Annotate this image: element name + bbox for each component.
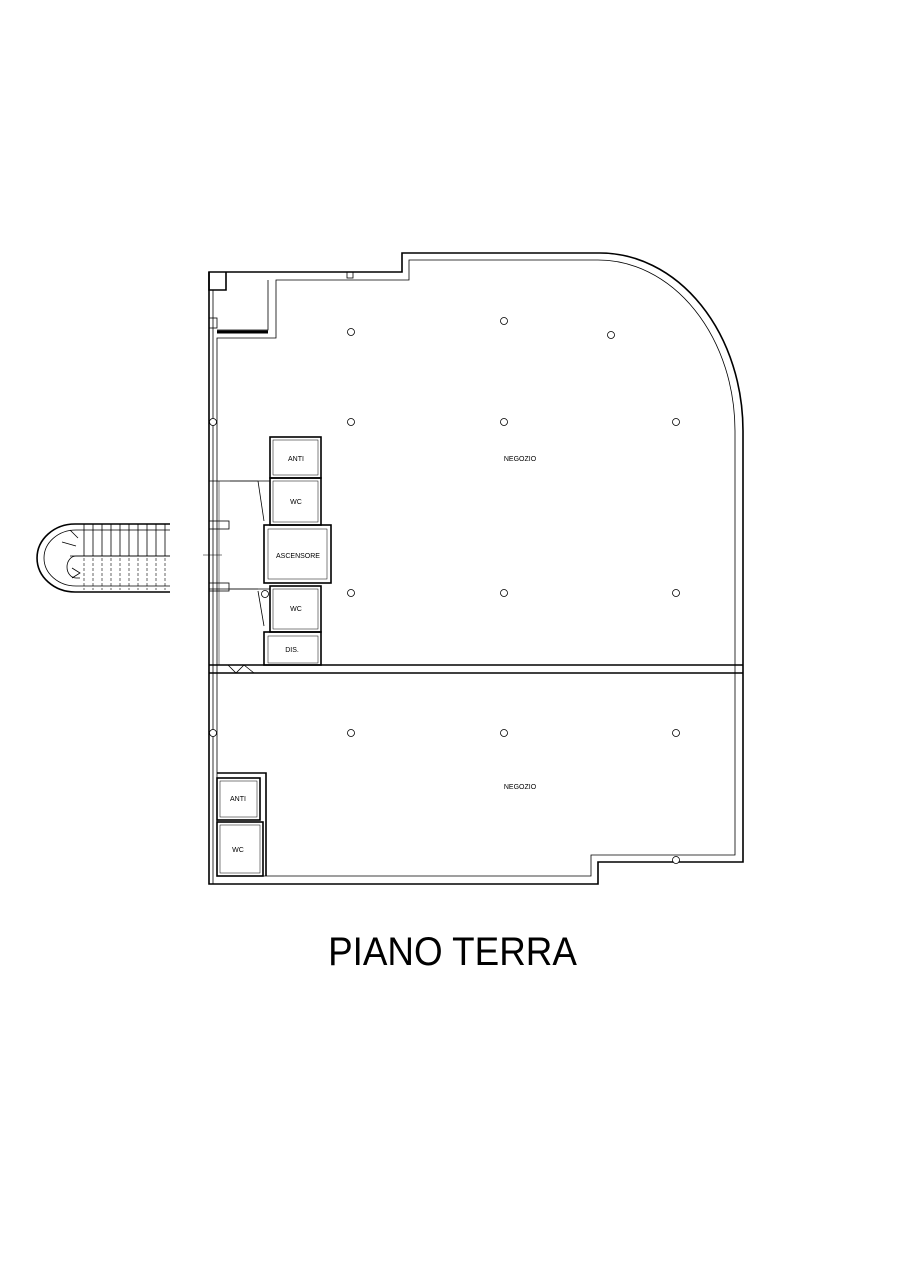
small-pillar-top [346,271,354,279]
outer-wall-outline [208,252,744,885]
ascensore-inner [267,528,328,580]
label-anti-upper: ANTI [288,456,304,463]
column [607,331,615,339]
plan-title: PIANO TERRA [328,930,577,974]
label-wc-upper-2: WC [290,606,302,613]
wc-lower-room [216,821,264,877]
column [347,418,355,426]
pipe-circle [261,590,269,598]
anti-upper-inner [272,439,319,476]
dis-inner [267,635,319,664]
column [672,418,680,426]
anti-lower-room [216,777,261,821]
column [209,729,217,737]
label-ascensore: ASCENSORE [276,553,320,560]
column [500,317,508,325]
ascensore-room [263,524,332,584]
label-anti-lower: ANTI [230,796,246,803]
door-2 [257,590,265,627]
corner-room [217,280,269,331]
wc-upper-1-inner [272,480,319,523]
column [672,856,680,864]
column [347,328,355,336]
label-wc-lower: WC [232,847,244,854]
column [500,418,508,426]
column [209,418,217,426]
column [347,589,355,597]
corner-notch [208,272,227,291]
lower-block-wall [217,772,267,876]
dividing-wall [209,664,743,674]
label-negozio-upper: NEGOZIO [504,456,537,463]
wc-lower-inner [219,824,261,874]
dividing-door [227,664,255,674]
label-negozio-lower: NEGOZIO [504,784,537,791]
column [672,589,680,597]
label-dis: DIS. [285,647,299,654]
wc-upper-2-inner [272,588,319,630]
inner-wall-outline [216,259,736,877]
column [500,729,508,737]
column [500,589,508,597]
column [347,729,355,737]
spiral-staircase [36,523,170,593]
label-wc-upper-1: WC [290,499,302,506]
door-1 [257,480,265,522]
anti-lower-inner [219,780,258,818]
column [672,729,680,737]
